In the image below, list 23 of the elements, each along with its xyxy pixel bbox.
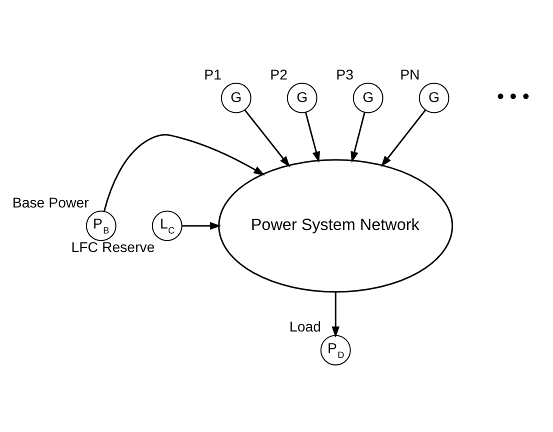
arrow — [182, 221, 222, 230]
node-circle: P$_{B}$ — [86, 210, 116, 241]
node-label: Load — [289, 319, 322, 336]
node-circle: G — [220, 82, 252, 113]
node-circle: L$_{C}$ — [152, 210, 182, 241]
arrow — [350, 112, 366, 162]
arrow — [304, 112, 320, 162]
node-label: P2 — [270, 66, 288, 83]
node-circle: P$_{D}$ — [320, 334, 351, 365]
node-circle: G — [418, 82, 450, 113]
node-ellipse: Power System Network — [218, 158, 454, 292]
node-circle: G — [352, 82, 384, 113]
node-circle: G — [286, 82, 318, 113]
arrow — [104, 133, 265, 211]
arrow — [332, 292, 340, 338]
node-label: P1 — [204, 66, 222, 83]
label: • • • — [496, 86, 530, 108]
node-label: P3 — [336, 66, 354, 83]
node-label: Base Power — [12, 194, 89, 211]
node-label: PN — [400, 66, 420, 83]
arrow — [380, 109, 426, 166]
node-label: LFC Reserve — [71, 239, 155, 256]
arrow — [244, 109, 290, 167]
